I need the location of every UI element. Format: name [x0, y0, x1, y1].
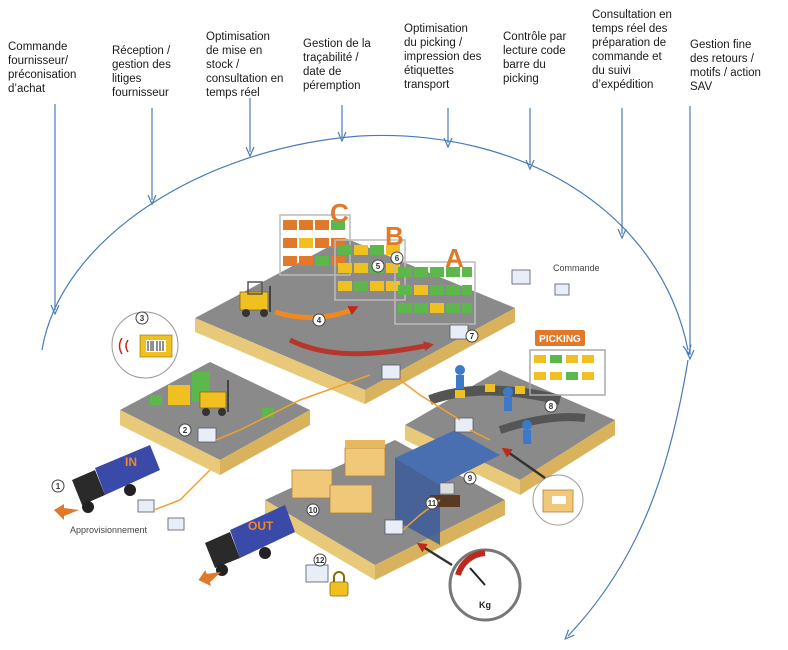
truck-out-label: OUT	[248, 519, 274, 533]
step-label-reception: Réception / gestion des litiges fourniss…	[112, 45, 171, 99]
process-arc-lower	[568, 359, 689, 636]
step-arrows	[55, 98, 690, 355]
reception-goods	[150, 372, 274, 418]
marker-6: 6	[395, 254, 400, 263]
shipping-pallets	[291, 440, 386, 514]
storage-shelves	[279, 214, 476, 325]
marker-12: 12	[316, 556, 325, 565]
scale-unit: Kg	[479, 600, 491, 610]
shelf-letter-c: C	[330, 198, 349, 228]
step-label-retours: Gestion fine des retours / motifs / acti…	[690, 39, 761, 93]
forklift-storage	[239, 281, 271, 317]
scale-gauge: Kg	[448, 548, 522, 622]
picking-sign-text: PICKING	[539, 334, 581, 345]
truck-out: OUT	[205, 505, 295, 576]
marker-7: 7	[470, 332, 475, 341]
office-room	[395, 430, 500, 545]
step-label-tracabilite: Gestion de la traçabilité / date de pére…	[303, 38, 371, 92]
platform-reception	[120, 362, 310, 475]
marker-3: 3	[140, 314, 145, 323]
flow-arrow-to-picking	[288, 337, 434, 357]
step-label-controle: Contrôle par lecture code barre du picki…	[503, 31, 567, 85]
parcel-badge	[532, 474, 584, 526]
picking-conveyor	[428, 365, 586, 444]
step-number-markers: 1 2 3 4 5 6 7 8 9 10 11 12	[51, 251, 558, 567]
marker-9: 9	[468, 474, 473, 483]
marker-2: 2	[183, 426, 188, 435]
lock-icon	[329, 571, 349, 597]
step-label-picking: Optimisation du picking / impression des…	[404, 23, 482, 91]
shipping-direction-arrow	[198, 570, 221, 587]
approvisionnement-label: Approvisionnement	[70, 525, 148, 535]
commande-label: Commande	[553, 263, 600, 273]
marker-4: 4	[317, 316, 322, 325]
step-label-consultation: Consultation en temps réel des préparati…	[592, 9, 672, 91]
truck-in: IN	[72, 445, 160, 513]
supply-direction-arrow	[54, 504, 79, 520]
shelf-letter-b: B	[385, 221, 404, 251]
marker-5: 5	[376, 262, 381, 271]
marker-11: 11	[428, 499, 437, 508]
step-label-mise-en-stock: Optimisation de mise en stock / consulta…	[206, 31, 284, 99]
shelf-letter-a: A	[445, 243, 464, 273]
picking-shelf: PICKING	[529, 330, 606, 396]
marker-1: 1	[56, 482, 61, 491]
computer-monitors	[137, 269, 570, 583]
marker-10: 10	[309, 506, 318, 515]
process-arc	[41, 134, 688, 350]
marker-8: 8	[549, 402, 554, 411]
step-label-commande-fournisseur: Commande fournisseur/ préconisation d’ac…	[8, 41, 77, 95]
truck-in-label: IN	[125, 455, 137, 469]
barcode-scan-badge	[111, 311, 179, 379]
